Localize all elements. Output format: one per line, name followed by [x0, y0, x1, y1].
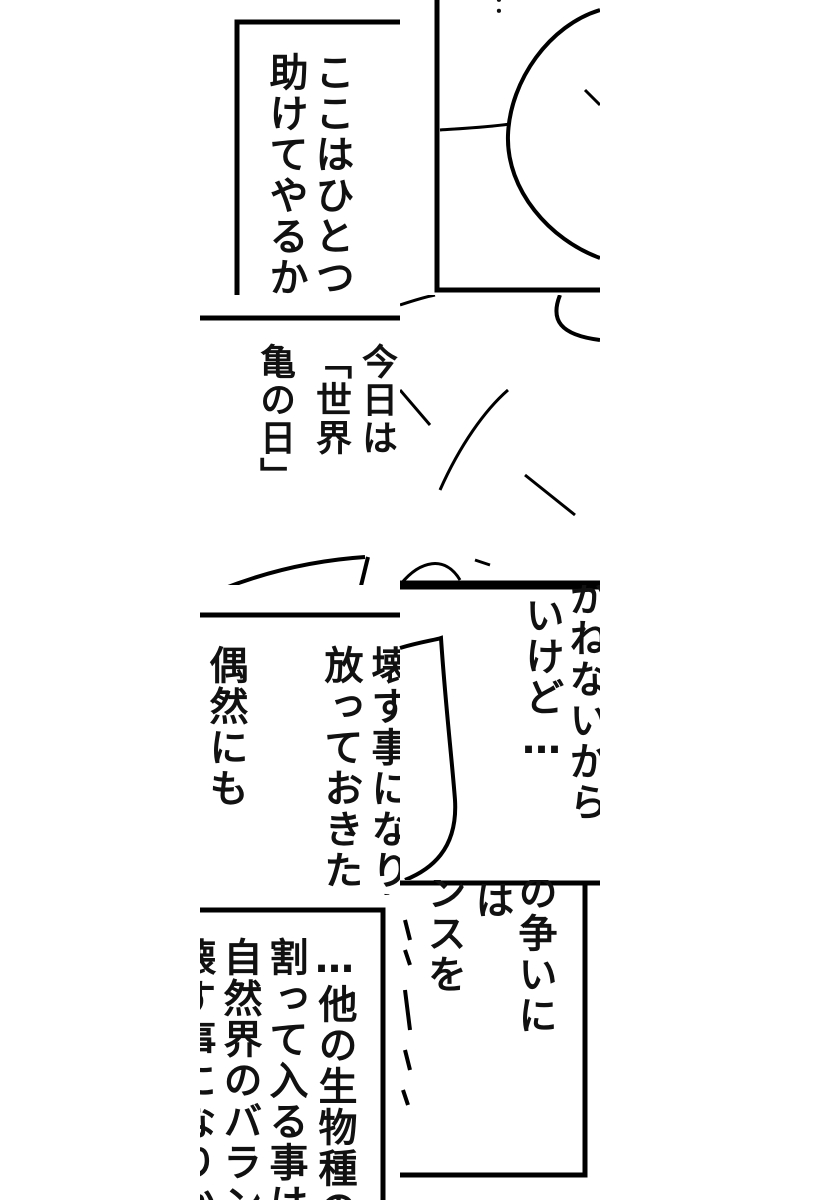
panel-lines	[400, 585, 600, 590]
panel-bottom-left: …他の生物種の 割って入る事は 自然界のバラン 壊す事になりか	[200, 907, 388, 1200]
panel-top-right: ：	[400, 0, 600, 295]
panel-lower-right: かねないから いけど…	[400, 585, 600, 880]
dialogue-line: 今日は	[356, 343, 397, 457]
panel-middle-left: 今日は 「世界 亀の日」	[200, 295, 400, 590]
character-drawing	[400, 295, 600, 585]
dialogue-line: 亀の日」	[254, 343, 295, 495]
panel-bottom-right: の争いに は ンスを	[400, 880, 600, 1200]
dialogue-line: ここはひとつ	[309, 52, 354, 295]
panel-top-left: ここはひとつ 助けてやるか･	[200, 0, 400, 295]
speech-box-border	[400, 880, 600, 1178]
dialogue-line: は	[469, 880, 514, 921]
dialogue-line: 壊す事になりか	[365, 645, 400, 895]
speech-box-border	[234, 19, 400, 295]
panel-lines	[200, 612, 400, 618]
dialogue-line: 放っておきたい	[318, 645, 363, 895]
dialogue-line: 自然界のバラン	[217, 937, 262, 1200]
dialogue-line: 壊す事になりか	[200, 937, 216, 1200]
panel-lower-left: 壊す事になりか 放っておきたい 偶然にも	[200, 585, 400, 895]
dialogue-line: かねないから	[563, 585, 600, 823]
dialogue-line: …他の生物種の	[312, 937, 357, 1200]
dialogue-line: いけど…	[519, 595, 564, 765]
panel-middle-right	[400, 295, 600, 585]
ellipsis-text: ：	[479, 0, 504, 20]
speech-box-border	[200, 907, 386, 1200]
dialogue-line: の争いに	[512, 880, 557, 1036]
dialogue-line: 偶然にも	[203, 645, 248, 809]
dialogue-line: 「世界	[310, 343, 351, 457]
dialogue-line: 助けてやるか･	[263, 52, 308, 295]
character-face-drawing	[434, 0, 600, 293]
dialogue-line: ンスを	[421, 880, 466, 995]
panel-lines	[200, 315, 400, 590]
dialogue-line: 割って入る事は	[263, 937, 308, 1200]
